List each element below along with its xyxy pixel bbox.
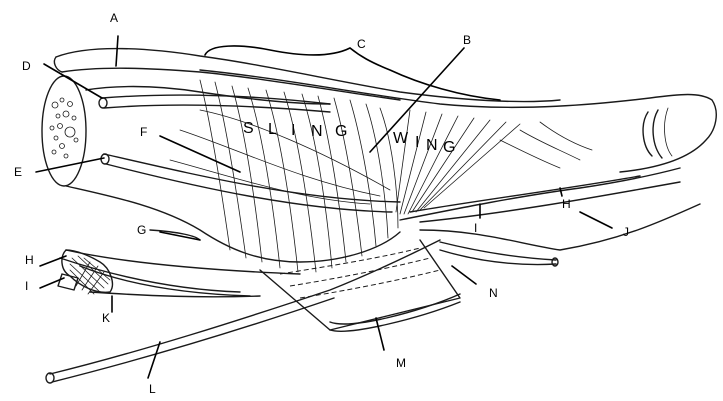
leader-G bbox=[159, 231, 201, 241]
wing-letter-n: N bbox=[426, 137, 438, 154]
wing-letter-w: W bbox=[393, 130, 409, 147]
label-M: M bbox=[396, 356, 406, 370]
label-D: D bbox=[22, 59, 31, 73]
sling-letter-l: L bbox=[268, 121, 277, 138]
sling-letter-n: N bbox=[311, 123, 323, 140]
label-K: K bbox=[102, 311, 110, 325]
sling-letter-i: I bbox=[291, 122, 295, 139]
label-F: F bbox=[140, 125, 147, 139]
sling-fibers bbox=[169, 79, 399, 273]
label-B: B bbox=[463, 33, 471, 47]
label-A: A bbox=[110, 11, 118, 25]
leader-M bbox=[375, 317, 385, 351]
leader-lines bbox=[35, 35, 613, 379]
tendon-cut-hatch bbox=[69, 255, 111, 295]
label-J: J bbox=[623, 225, 629, 239]
sling-letter-g: G bbox=[335, 123, 347, 140]
bone-outline bbox=[41, 47, 717, 263]
label-E: E bbox=[14, 165, 22, 179]
bone-cross-section-pores bbox=[49, 97, 79, 159]
leader-H-left bbox=[39, 255, 67, 267]
leader-J bbox=[579, 211, 613, 229]
leader-E bbox=[35, 157, 105, 173]
leader-D bbox=[43, 63, 103, 99]
label-H-left: H bbox=[25, 253, 34, 267]
label-C: C bbox=[357, 37, 366, 51]
label-G: G bbox=[137, 223, 146, 237]
band-structure bbox=[259, 239, 461, 332]
labels: A B C D E F G H I K L M N I H J bbox=[14, 11, 629, 396]
wing-letter-i: I bbox=[415, 134, 419, 151]
label-H-right: H bbox=[562, 197, 571, 211]
leader-A bbox=[115, 35, 119, 67]
leader-H-right bbox=[559, 187, 563, 197]
wing-letter-g: G bbox=[443, 139, 455, 156]
sling-text: S L I N G bbox=[243, 120, 347, 140]
label-I-right: I bbox=[474, 221, 477, 235]
label-N: N bbox=[489, 286, 498, 300]
sling-letter-s: S bbox=[243, 120, 254, 137]
leader-F bbox=[159, 135, 241, 173]
label-L: L bbox=[149, 382, 156, 396]
brace-C bbox=[204, 45, 501, 101]
label-I-left: I bbox=[25, 279, 28, 293]
leader-B bbox=[369, 47, 465, 153]
leader-I-left bbox=[39, 277, 65, 289]
wing-fibers bbox=[395, 109, 593, 215]
leader-N bbox=[451, 265, 477, 285]
wing-text: W I N G bbox=[393, 130, 455, 156]
leader-L bbox=[147, 341, 161, 379]
